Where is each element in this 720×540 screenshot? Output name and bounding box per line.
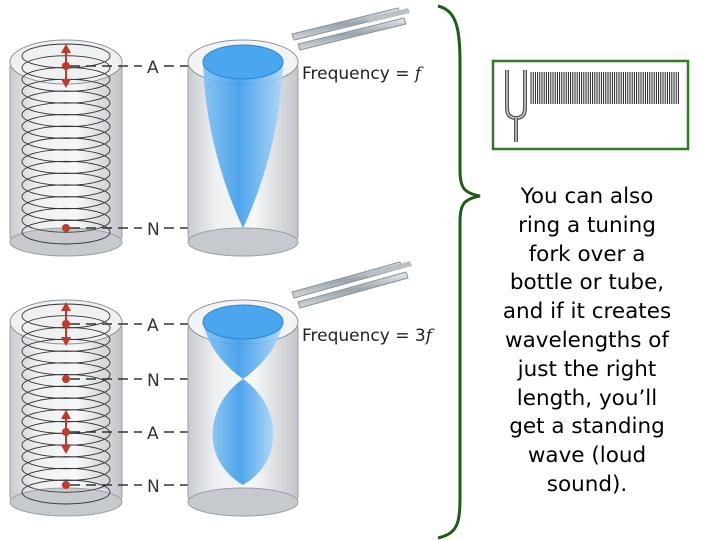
bottom-node-label-2: N <box>147 477 160 497</box>
coil-ring <box>21 172 111 198</box>
caption-line: sound). <box>546 471 628 497</box>
caption-line: bottle or tube, <box>509 270 665 296</box>
coil-ring <box>21 196 111 221</box>
caption-line: and if it creates <box>502 299 672 325</box>
bottom-node-marker-2 <box>62 481 70 489</box>
top-tuning-fork-icon <box>291 7 410 51</box>
caption-line: just the right <box>517 356 657 382</box>
caption-line: get a standing <box>509 414 665 440</box>
coil-ring <box>21 125 111 151</box>
caption-line: fork over a <box>528 241 646 267</box>
right-brace <box>437 4 481 540</box>
top-node-label: N <box>147 220 160 240</box>
bottom-tuning-fork-icon <box>291 261 412 309</box>
coil-ring <box>21 456 111 481</box>
bottom-antinode-label-1: A <box>147 316 159 336</box>
coil-ring <box>21 149 111 175</box>
bottom-wave-tube <box>187 299 299 517</box>
top-antinode-label: A <box>147 58 159 78</box>
top-frequency-label: Frequency = f <box>302 64 424 84</box>
top-antinode-marker <box>61 44 71 88</box>
coil-ring <box>21 90 111 116</box>
inset-tuning-fork-icon <box>505 70 527 142</box>
caption-text: You can also ring a tuning fork over a bott… <box>482 183 692 500</box>
coil-ring <box>21 137 111 163</box>
coil-ring <box>21 373 111 399</box>
bottom-antinode-marker-2 <box>61 410 71 454</box>
bottom-antinode-marker-1 <box>61 302 71 346</box>
caption-line: wavelengths of <box>504 327 669 353</box>
bottom-wave-lower <box>212 379 274 485</box>
coil-ring <box>21 160 111 186</box>
caption-line: wave (loud <box>527 443 647 469</box>
coil-ring <box>21 467 111 493</box>
bottom-antinode-label-2: A <box>147 424 159 444</box>
coil-ring <box>21 102 111 128</box>
coil-ring <box>21 219 111 245</box>
bottom-node-marker-1 <box>62 375 70 383</box>
coil-ring <box>21 207 111 233</box>
coil-ring <box>21 113 111 139</box>
coil-ring <box>21 184 111 210</box>
caption-line: ring a tuning <box>518 212 656 238</box>
top-wave-shape <box>203 62 283 228</box>
top-wave-tube <box>187 39 299 257</box>
coil-ring <box>21 479 111 505</box>
bottom-node-label-1: N <box>147 371 160 391</box>
bottom-frequency-label: Frequency = 3f <box>302 326 435 346</box>
caption-line: length, you’ll <box>516 385 658 411</box>
coil-ring <box>21 362 111 388</box>
top-node-marker <box>62 224 70 232</box>
tuning-fork-inset <box>491 59 690 151</box>
caption-line: You can also <box>520 184 654 209</box>
coil-ring <box>21 350 111 376</box>
